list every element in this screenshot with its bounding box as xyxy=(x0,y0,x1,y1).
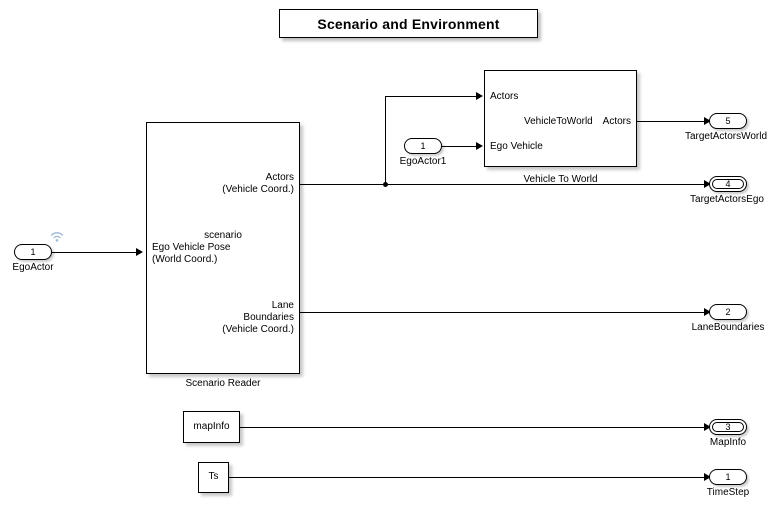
outport-targetactorsworld[interactable]: 5 xyxy=(709,113,747,129)
wire-vehicletoworld-to-targetactorsworld xyxy=(637,121,705,122)
inport-egoactor1-label: EgoActor1 xyxy=(399,156,447,167)
outport-laneboundaries-label: LaneBoundaries xyxy=(691,322,765,333)
vehicletoworld-in-egovehicle-label: Ego Vehicle xyxy=(490,141,543,152)
scenario-reader-out-lane-line1: Lane xyxy=(271,300,294,311)
arrow-vehicletoworld-egovehicle-input xyxy=(476,142,483,150)
arrow-laneboundaries xyxy=(704,308,711,316)
arrow-vehicletoworld-actors-input xyxy=(476,92,483,100)
arrow-timestep xyxy=(704,473,711,481)
outport-mapinfo-number: 3 xyxy=(725,422,731,432)
outport-mapinfo-label: MapInfo xyxy=(709,437,747,448)
arrow-targetactorsworld xyxy=(704,117,711,125)
outport-timestep-label: TimeStep xyxy=(706,487,750,498)
inport-egoactor[interactable]: 1 xyxy=(14,244,52,260)
scenario-reader-out-actors-line1: Actors xyxy=(265,172,294,183)
block-scenario-reader-name: Scenario Reader xyxy=(185,378,261,389)
block-mapinfo-constant[interactable] xyxy=(183,411,240,443)
inport-egoactor-label: EgoActor xyxy=(12,262,54,273)
outport-mapinfo[interactable]: 3 xyxy=(709,419,747,435)
block-vehicle-to-world[interactable] xyxy=(484,70,637,167)
outport-targetactorsego[interactable]: 4 xyxy=(709,176,747,192)
arrow-scenario-reader-input xyxy=(136,248,143,256)
wire-actors-to-targetactorsego xyxy=(300,184,705,185)
vehicletoworld-out-actors-label: Actors xyxy=(602,116,631,127)
block-mapinfo-constant-value: mapInfo xyxy=(193,421,230,432)
wire-lane-boundaries-to-outport xyxy=(300,312,705,313)
wire-actors-branch-to-vehicletoworld xyxy=(385,96,477,97)
outport-targetactorsego-label: TargetActorsEgo xyxy=(690,194,764,205)
inport-egoactor1[interactable]: 1 xyxy=(404,138,442,154)
scenario-reader-in-line1: scenario xyxy=(204,230,242,241)
signal-branch-point-actors xyxy=(383,182,388,187)
outport-targetactorsworld-label: TargetActorsWorld xyxy=(684,131,768,142)
inport-egoactor-number: 1 xyxy=(30,247,36,257)
wire-egoactor-to-scenario-reader xyxy=(52,252,138,253)
vehicletoworld-center-label: VehicleToWorld xyxy=(524,116,593,127)
page-title: Scenario and Environment xyxy=(317,15,500,32)
scenario-reader-out-lane-line3: (Vehicle Coord.) xyxy=(222,324,294,335)
wireless-icon xyxy=(50,232,64,242)
outport-laneboundaries-number: 2 xyxy=(725,307,731,317)
outport-timestep[interactable]: 1 xyxy=(709,469,747,485)
model-title-banner: Scenario and Environment xyxy=(279,9,538,38)
outport-timestep-number: 1 xyxy=(725,472,731,482)
scenario-reader-in-line3: (World Coord.) xyxy=(152,254,218,265)
wire-mapinfo-to-outport xyxy=(240,427,705,428)
outport-targetactorsego-number: 4 xyxy=(725,179,731,189)
outport-targetactorsworld-number: 5 xyxy=(725,116,731,126)
block-ts-constant-value: Ts xyxy=(208,471,219,482)
block-scenario-reader[interactable] xyxy=(146,122,300,374)
block-vehicle-to-world-name: Vehicle To World xyxy=(523,174,598,185)
wire-actors-branch-vertical xyxy=(385,96,386,184)
vehicletoworld-in-actors-label: Actors xyxy=(490,91,519,102)
block-ts-constant[interactable] xyxy=(198,462,229,493)
inport-egoactor1-number: 1 xyxy=(420,141,426,151)
outport-laneboundaries[interactable]: 2 xyxy=(709,304,747,320)
scenario-reader-in-line2: Ego Vehicle Pose xyxy=(152,242,231,253)
scenario-reader-out-lane-line2: Boundaries xyxy=(243,312,294,323)
wire-egoactor1-to-vehicletoworld xyxy=(442,146,477,147)
arrow-targetactorsego xyxy=(704,180,711,188)
wire-ts-to-outport xyxy=(229,477,705,478)
arrow-mapinfo xyxy=(704,423,711,431)
scenario-reader-out-actors-line2: (Vehicle Coord.) xyxy=(222,184,294,195)
